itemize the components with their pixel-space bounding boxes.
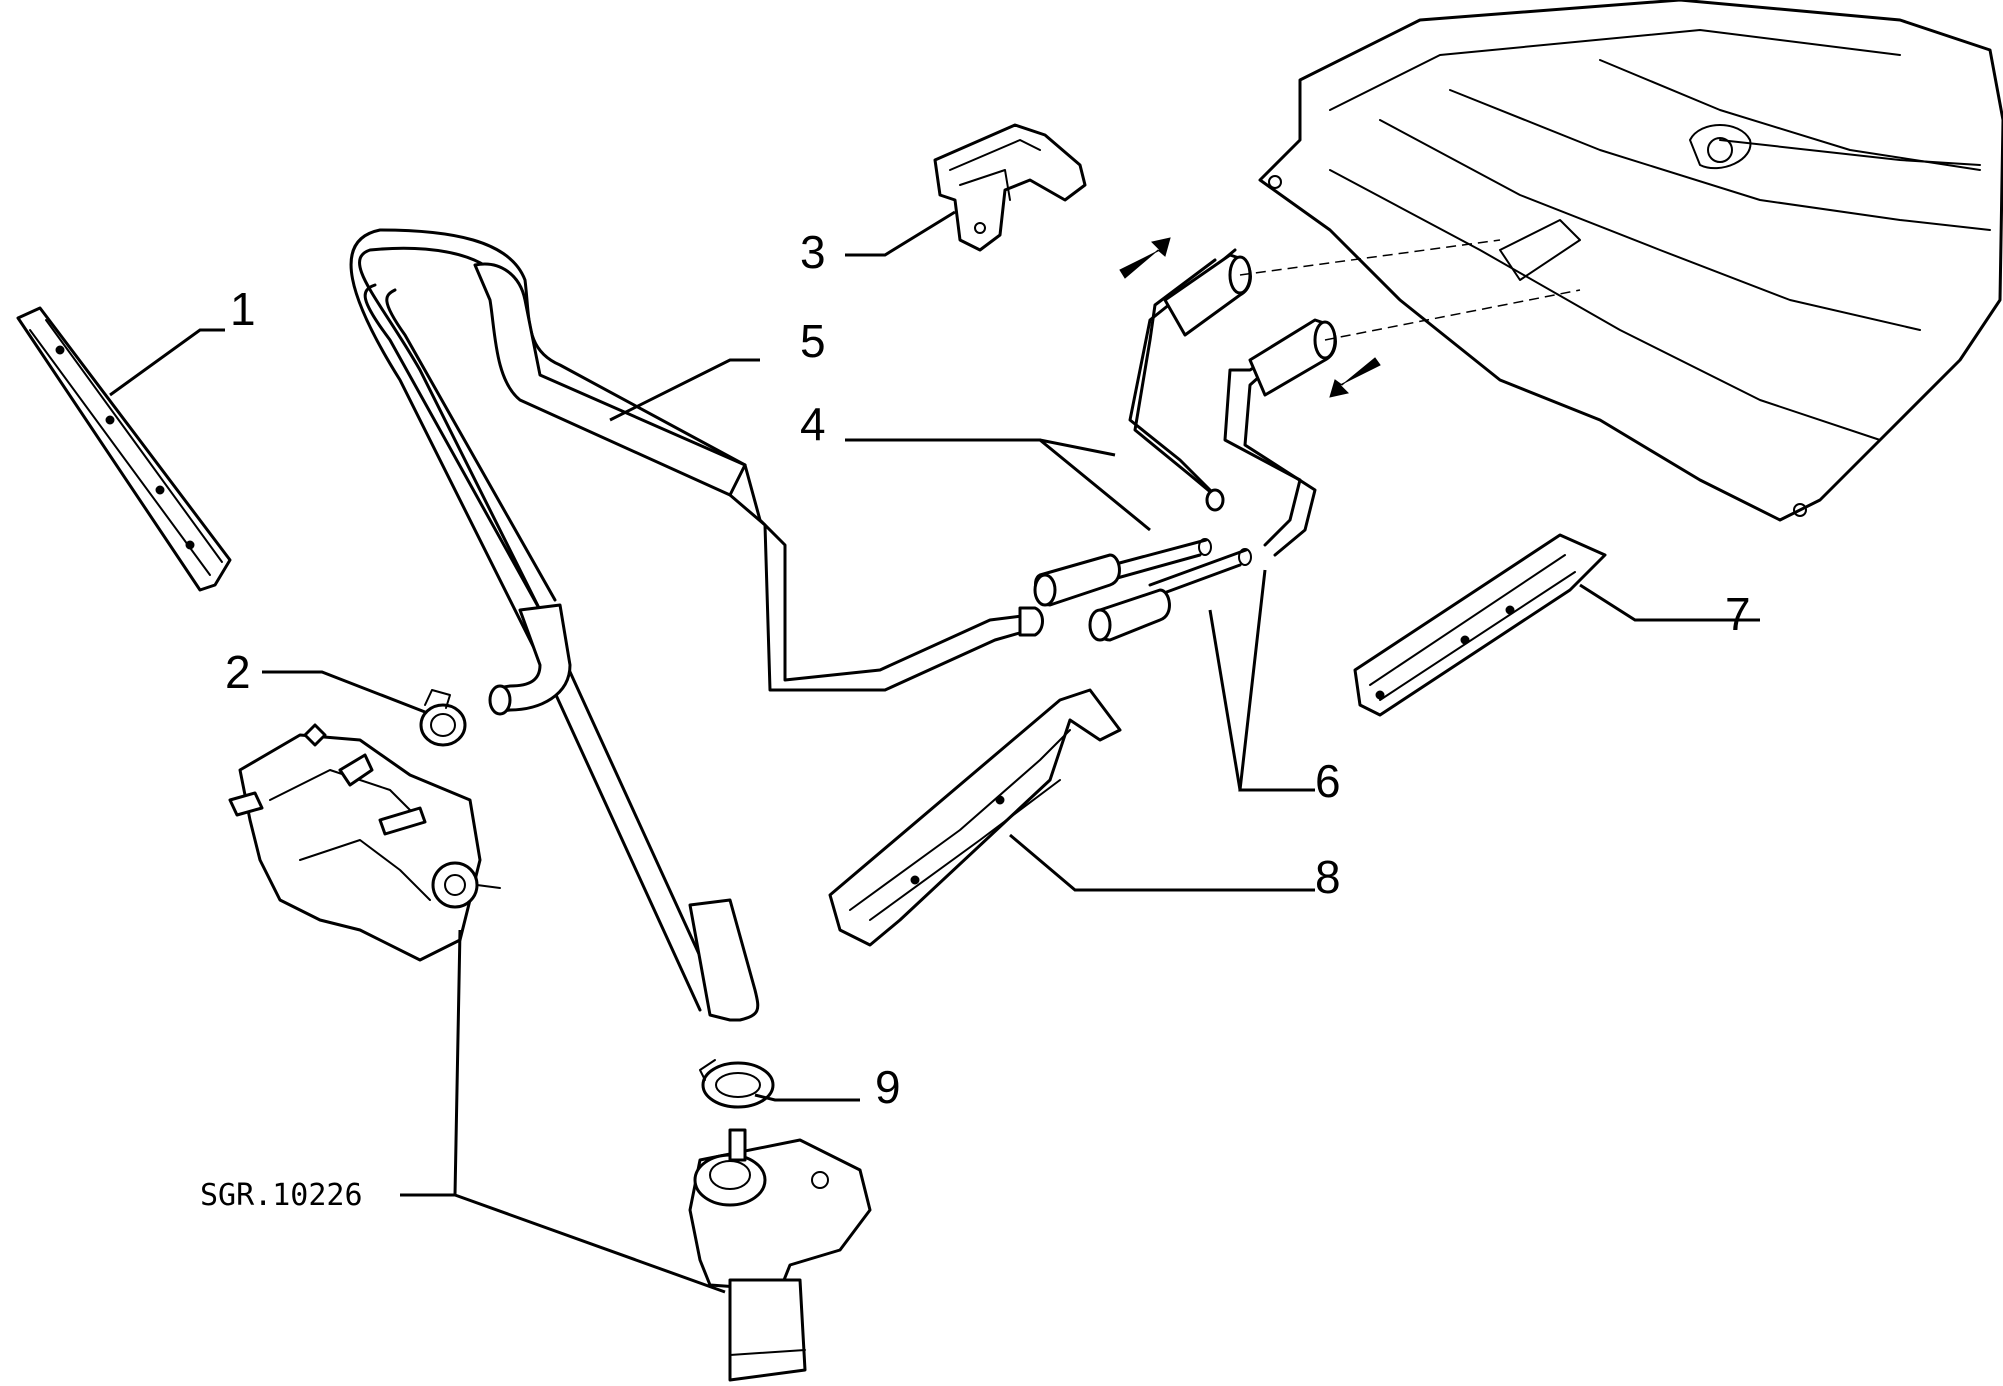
part-9-clamp (699, 1059, 775, 1109)
injection-pump (228, 723, 501, 962)
part-3-bracket (933, 123, 1087, 252)
callout-4: 4 (800, 398, 826, 450)
part-7-crossmember (1353, 533, 1607, 717)
part-1-bracket (16, 306, 232, 592)
callout-8: 8 (1315, 851, 1341, 903)
fuel-filter (688, 1128, 872, 1382)
flow-arrows (1119, 237, 1381, 398)
callout-3: 3 (800, 226, 826, 278)
part-4-pipes (1033, 248, 1252, 607)
fuel-tank (1239, 0, 2003, 522)
drawing-code: SGR.10226 (200, 1178, 363, 1213)
part-8-strap (828, 688, 1122, 947)
part-6-pipes (1088, 318, 1337, 642)
callout-7: 7 (1725, 588, 1751, 640)
callout-1: 1 (230, 283, 256, 335)
callout-6: 6 (1315, 755, 1341, 807)
callout-2: 2 (225, 646, 251, 698)
callout-5: 5 (800, 315, 826, 367)
callout-9: 9 (875, 1061, 901, 1113)
part-5-hose (349, 228, 1044, 1022)
leader-lines (109, 210, 1760, 1294)
part-2-clamp (419, 689, 467, 747)
